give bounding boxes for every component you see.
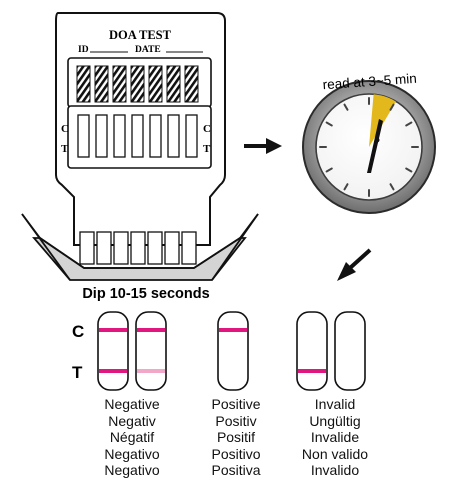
legend-invalid-es: Invalido [310,462,360,478]
legend-negative-es: Negativo [104,462,160,478]
legend-negative-de: Negativ [108,412,156,429]
result-t-label: T [72,363,83,382]
strip-windows [77,114,198,158]
legend-negative-fr: Négatif [109,429,155,445]
result-strip-positive [217,311,249,391]
cassette-t-left: T [61,143,69,155]
hatched-pads [76,65,199,103]
legend-positive-fr: Positif [216,429,256,445]
arrow-down-left-icon [337,248,372,281]
result-strip-invalid-1 [296,311,328,391]
legend-positive: Positive Positiv Positif Positivo Positi… [196,396,276,479]
legend-negative-en: Negative [104,396,160,412]
legend-negative-it: Negativo [104,445,160,462]
test-cassette: DOA TEST ID DATE C T C T [55,12,226,265]
result-strip-negative-2 [135,311,167,391]
timer-ticks [319,97,419,197]
arrow-right-icon [244,138,282,154]
cassette-title: DOA TEST [109,28,172,42]
result-strip-negative-1 [97,311,129,391]
legend-invalid-fr: Invalide [310,429,360,445]
legend-invalid-it: Non valido [301,445,369,462]
sample-container [21,213,259,281]
legend-positive-de: Positiv [215,412,257,429]
cassette-date-label: DATE [135,45,161,55]
legend-positive-it: Positivo [211,445,261,462]
dip-instruction-text: Dip 10-15 seconds [82,286,209,302]
cassette-id-label: ID [78,45,89,55]
result-c-label: C [72,322,84,341]
cassette-t-right: T [203,143,211,155]
dip-tips [79,231,197,265]
legend-negative: Negative Negativ Négatif Negativo Negati… [92,396,172,479]
legend-invalid-de: Ungültig [309,412,361,429]
cassette-c-left: C [61,123,69,135]
timer-clock [302,80,436,214]
legend-invalid-en: Invalid [314,396,356,412]
timer-hand [367,119,383,173]
result-strip-invalid-2 [334,311,366,391]
timer-caption: read at 3~5 min [322,71,417,93]
legend-positive-es: Positiva [211,462,261,478]
cassette-c-right: C [203,123,211,135]
legend-positive-en: Positive [211,396,261,412]
legend-invalid: Invalid Ungültig Invalide Non valido Inv… [290,396,380,479]
